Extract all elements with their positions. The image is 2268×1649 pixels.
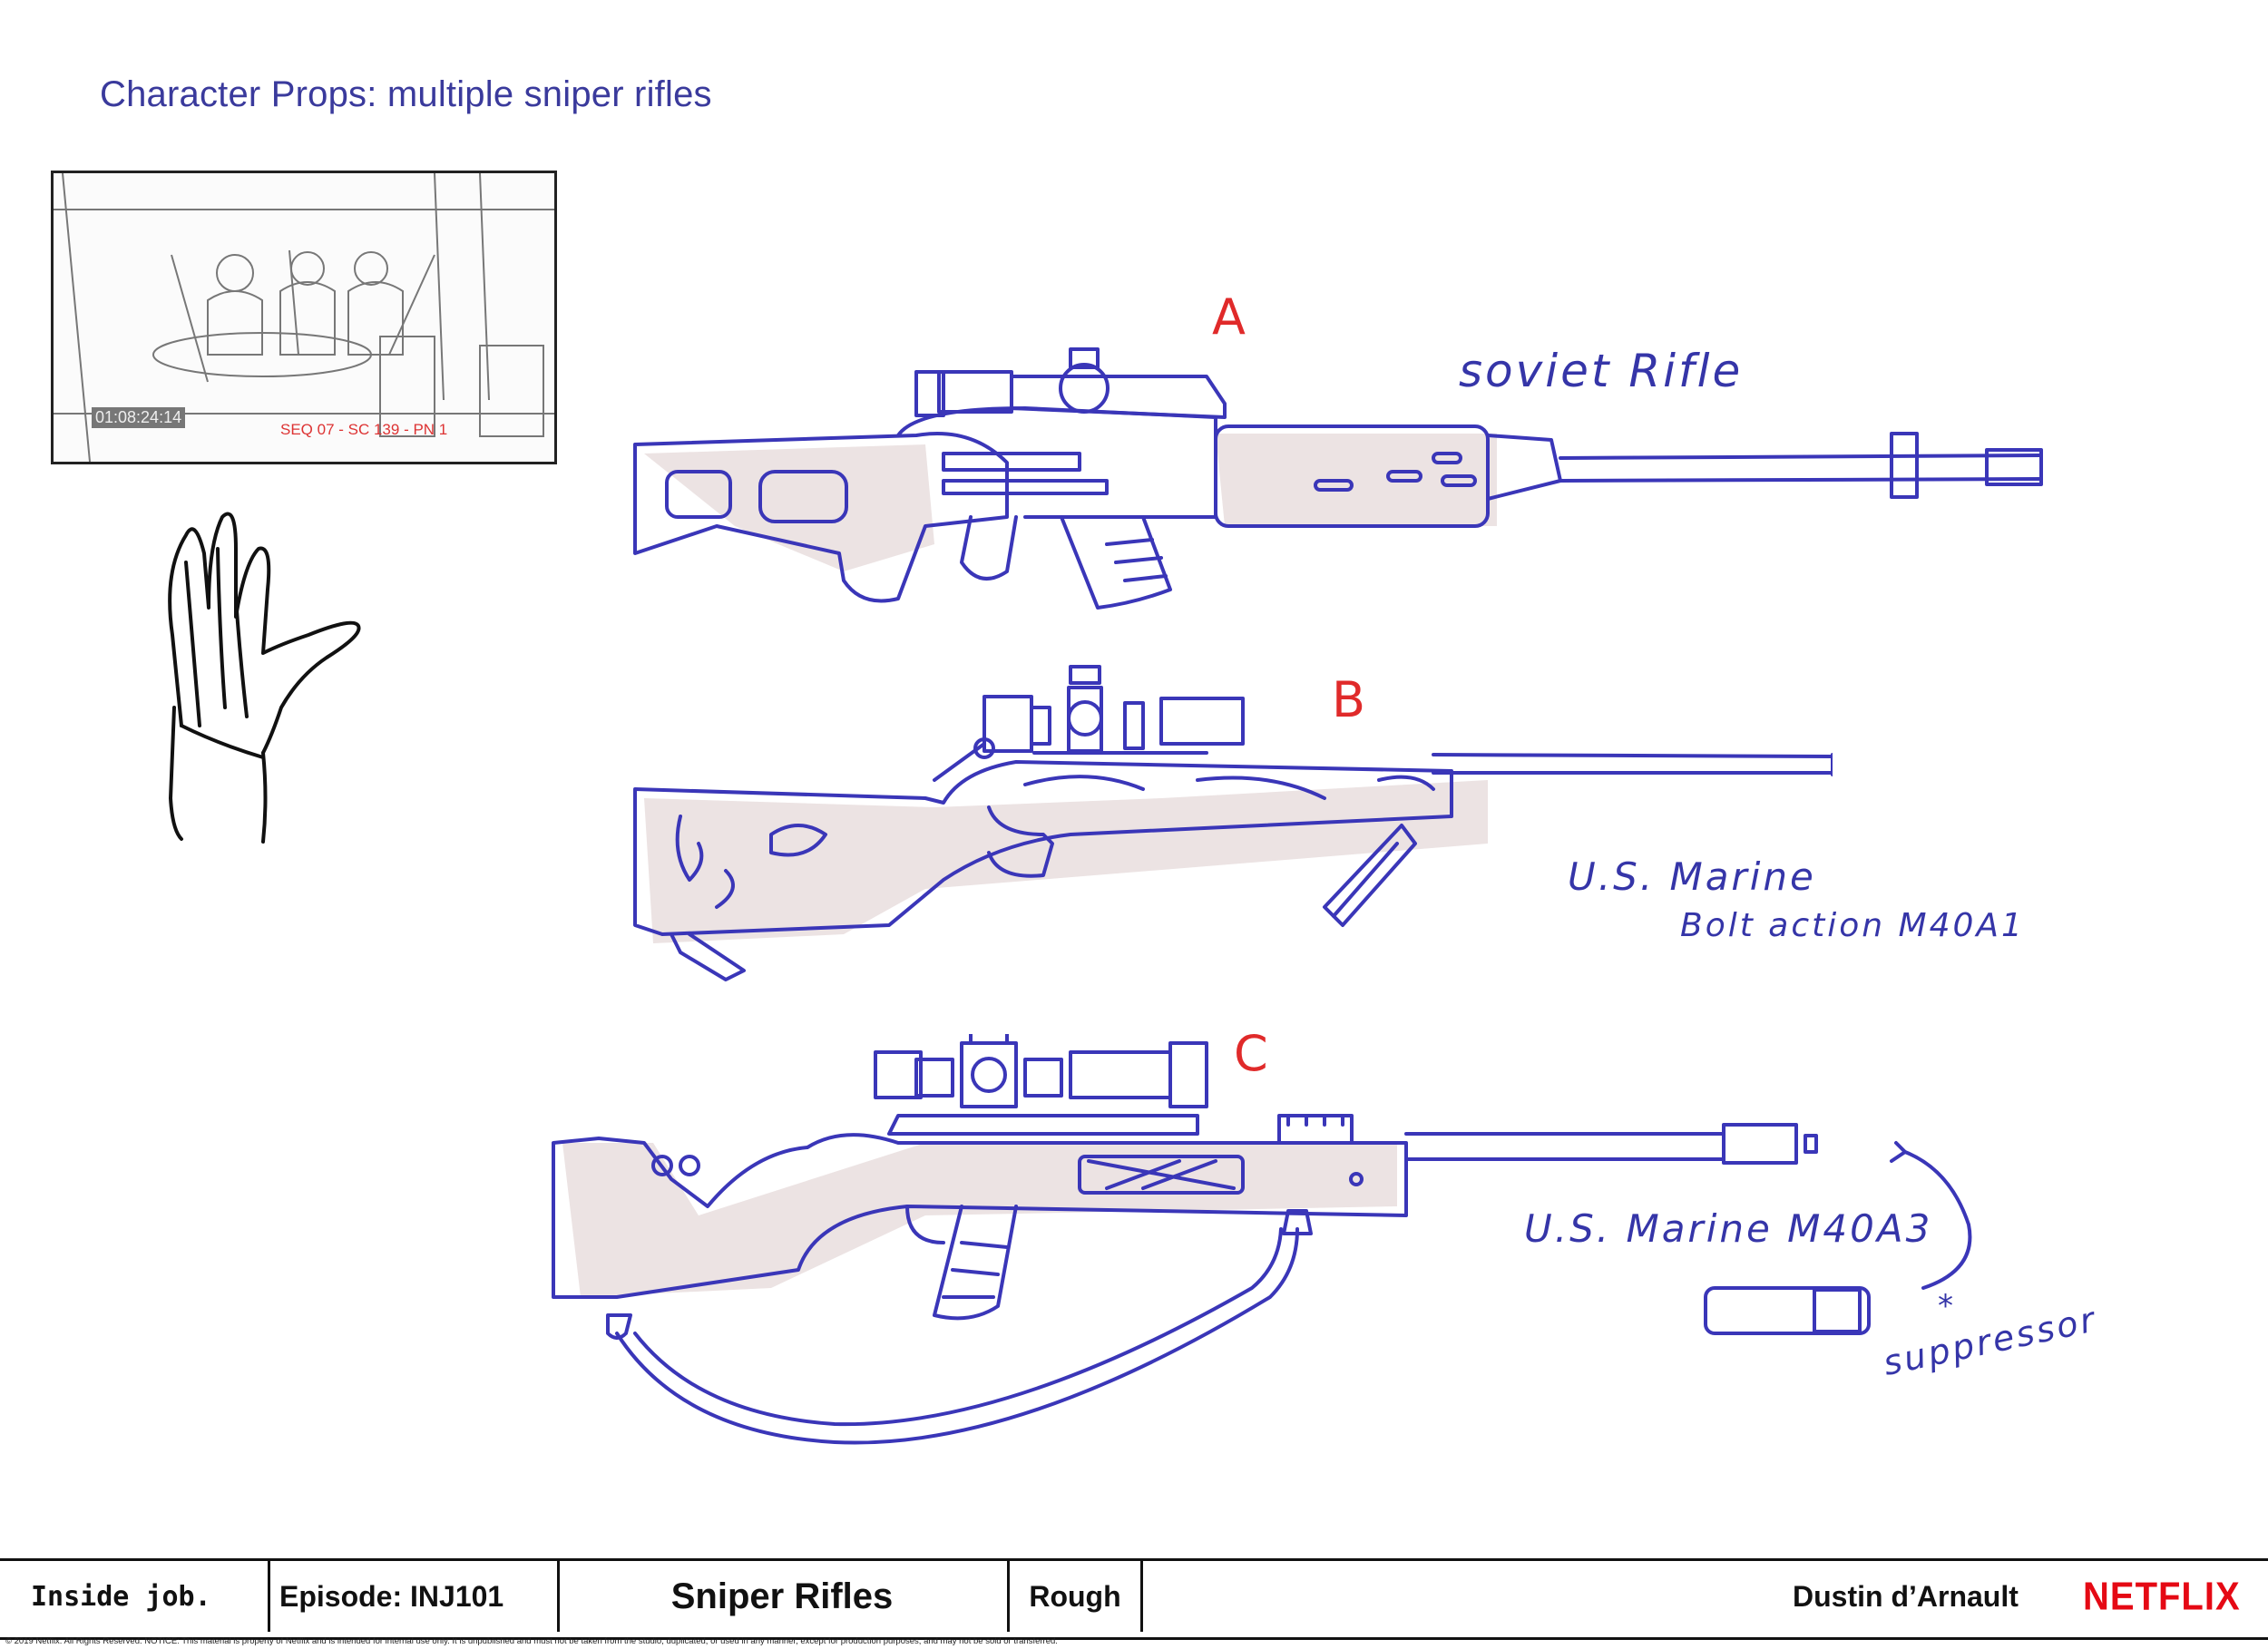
thumbnail-sequence-label: SEQ 07 - SC 139 - PN 1 bbox=[280, 421, 448, 438]
footer-divider bbox=[557, 1561, 560, 1632]
rifle-c-caption: U.S. Marine M40A3 bbox=[1524, 1206, 1933, 1251]
artist-name: Dustin d’Arnault bbox=[1793, 1579, 2019, 1613]
footer-divider bbox=[1007, 1561, 1010, 1632]
storyboard-thumbnail: 01:08:24:14 SEQ 07 - SC 139 - PN 1 bbox=[51, 171, 557, 464]
sheet-title: Sniper Rifles bbox=[670, 1576, 894, 1616]
title-block-footer: Inside job. Episode: INJ101 Sniper Rifle… bbox=[0, 1558, 2268, 1640]
stage-label: Rough bbox=[1029, 1579, 1121, 1613]
thumbnail-timecode: 01:08:24:14 bbox=[92, 407, 186, 428]
rifle-a-caption: soviet Rifle bbox=[1459, 345, 1744, 397]
rifle-b-letter: B bbox=[1332, 671, 1366, 728]
rifle-b-subcaption: Bolt action M40A1 bbox=[1680, 907, 2025, 944]
episode-label: Episode: INJ101 bbox=[279, 1579, 504, 1613]
hand-gesture-drawing bbox=[145, 499, 372, 848]
page-title: Character Props: multiple sniper rifles bbox=[100, 74, 712, 114]
netflix-logo: NETFLIX bbox=[2083, 1574, 2241, 1618]
suppressor-sketch bbox=[1704, 1141, 1972, 1335]
rifle-c-letter: C bbox=[1234, 1025, 1268, 1082]
rifle-c-sketch bbox=[552, 1034, 1818, 1445]
show-logo: Inside job. bbox=[31, 1580, 211, 1613]
rifle-a-sketch bbox=[633, 347, 2043, 610]
footer-divider bbox=[1140, 1561, 1143, 1632]
suppressor-asterisk: * bbox=[1938, 1288, 1956, 1324]
rifle-b-caption: U.S. Marine bbox=[1568, 854, 1816, 899]
rifle-a-letter: A bbox=[1212, 288, 1246, 346]
footer-divider bbox=[268, 1561, 270, 1632]
copyright-notice: © 2019 Netflix. All Rights Reserved. NOT… bbox=[5, 1636, 1058, 1646]
rifle-b-sketch bbox=[633, 665, 1833, 981]
